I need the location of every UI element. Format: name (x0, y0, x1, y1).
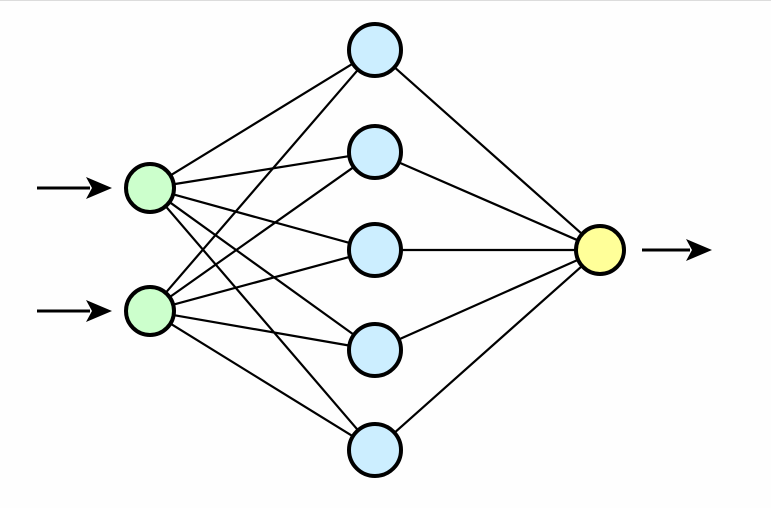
edge-i2-h1 (163, 67, 360, 295)
output-arrow-1 (642, 239, 712, 261)
hidden-node-1[interactable] (347, 22, 403, 78)
input-arrow-2 (37, 300, 112, 322)
edges-group (163, 61, 584, 438)
edge-i1-h5 (163, 204, 360, 433)
edge-i2-h2 (167, 165, 356, 299)
output-node-1[interactable] (574, 224, 626, 276)
top-divider (0, 0, 771, 1)
input-arrow-2-head-icon (86, 300, 112, 322)
input-arrow-1-head-icon (86, 177, 112, 199)
hidden-node-4[interactable] (347, 322, 403, 378)
edge-h4-o1 (396, 258, 581, 341)
input-node-2[interactable] (124, 285, 176, 337)
edge-i1-h4 (167, 200, 356, 337)
hidden-node-5[interactable] (347, 422, 403, 478)
edge-i1-h2 (171, 154, 352, 186)
edge-i1-h3 (171, 193, 352, 245)
arrows-group (37, 177, 712, 322)
hidden-node-2[interactable] (347, 124, 403, 180)
edge-h5-o1 (392, 264, 584, 435)
edge-i1-h1 (168, 61, 355, 178)
edge-h2-o1 (396, 160, 581, 242)
edge-i2-h4 (171, 313, 352, 347)
input-node-1[interactable] (124, 162, 176, 214)
edge-i2-h5 (168, 321, 355, 438)
input-arrow-1 (37, 177, 112, 199)
nodes-group (124, 22, 626, 478)
edge-h1-o1 (392, 65, 584, 236)
hidden-node-3[interactable] (347, 222, 403, 278)
output-arrow-1-head-icon (686, 239, 712, 261)
edge-i2-h3 (171, 255, 352, 307)
